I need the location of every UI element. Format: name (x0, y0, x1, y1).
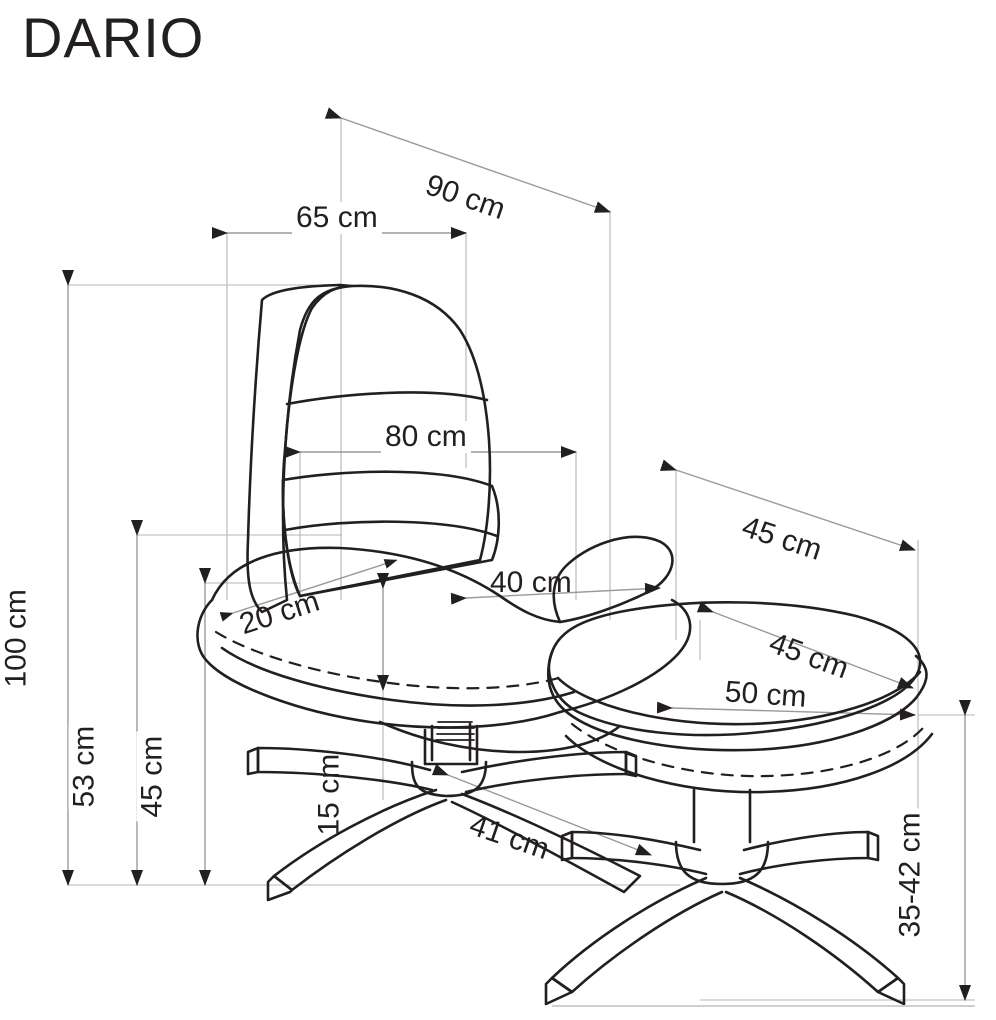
chair-base-hub (410, 760, 488, 798)
stool-base-foot-right-back (866, 830, 880, 862)
armchair-drawing (196, 283, 692, 902)
chair-column (430, 722, 472, 762)
dim-label-53cm: 53 cm (68, 721, 101, 812)
stool-base-foot-left-front (544, 976, 574, 1006)
dim-line-50cm (656, 701, 916, 721)
dim-line-45cm-stool-upper (659, 459, 916, 551)
chair-base-arm-right-back (460, 750, 628, 794)
dim-label-15cm: 15 cm (312, 753, 346, 836)
stool-cushion-side (546, 650, 928, 752)
dim-label-65cm: 65 cm (292, 202, 382, 234)
stool-column (692, 788, 752, 844)
dim-line-90cm (324, 107, 611, 213)
stool-piping (556, 670, 922, 726)
dim-label-40cm: 40 cm (490, 566, 572, 599)
stool-lower-rim (564, 732, 934, 794)
dim-label-45cm-armrest: 45 cm (136, 731, 169, 822)
footstool-drawing (544, 600, 934, 1006)
stool-cushion-top (547, 600, 922, 737)
dim-label-80cm: 80 cm (381, 421, 471, 453)
chair-back-seam-upper (285, 391, 489, 406)
stool-base-foot-right-front (876, 976, 906, 1006)
stool-base-dashed (570, 720, 930, 778)
stool-base-arm-left-front (550, 876, 724, 994)
dim-line-20cm (219, 559, 398, 622)
chair-seat-top-left (210, 546, 562, 624)
stool-base-arm-right-front (724, 876, 900, 994)
stool-base-foot-left-back (560, 830, 574, 862)
chair-seat-front-left (196, 598, 562, 729)
chair-seat-dashed-seam (214, 630, 568, 690)
chair-base-arm-left-front (272, 788, 448, 892)
chair-seat-lower-edge (220, 646, 576, 707)
chair-base-foot-left-front (266, 874, 294, 902)
chair-back-main (281, 284, 492, 598)
dimension-lines (62, 107, 971, 1001)
chair-base-arm-right-front (450, 792, 642, 894)
dim-label-35-42cm: 35-42 cm (894, 808, 927, 942)
stool-base-arm-right-back (738, 830, 870, 876)
dim-label-100cm: 100 cm (0, 585, 33, 692)
extension-lines (68, 118, 975, 1001)
page-title: DARIO (22, 6, 205, 69)
chair-cylinder-ribs (435, 721, 475, 741)
dim-line-45cm-stool-top (696, 601, 914, 689)
stool-base-hub (674, 840, 770, 886)
chair-seat-right-arm (552, 535, 674, 624)
dim-label-50cm: 50 cm (723, 675, 808, 714)
chair-gas-cylinder (423, 724, 479, 766)
chair-base-foot-left-back (246, 746, 260, 776)
chair-back-seam-lower (283, 520, 499, 538)
